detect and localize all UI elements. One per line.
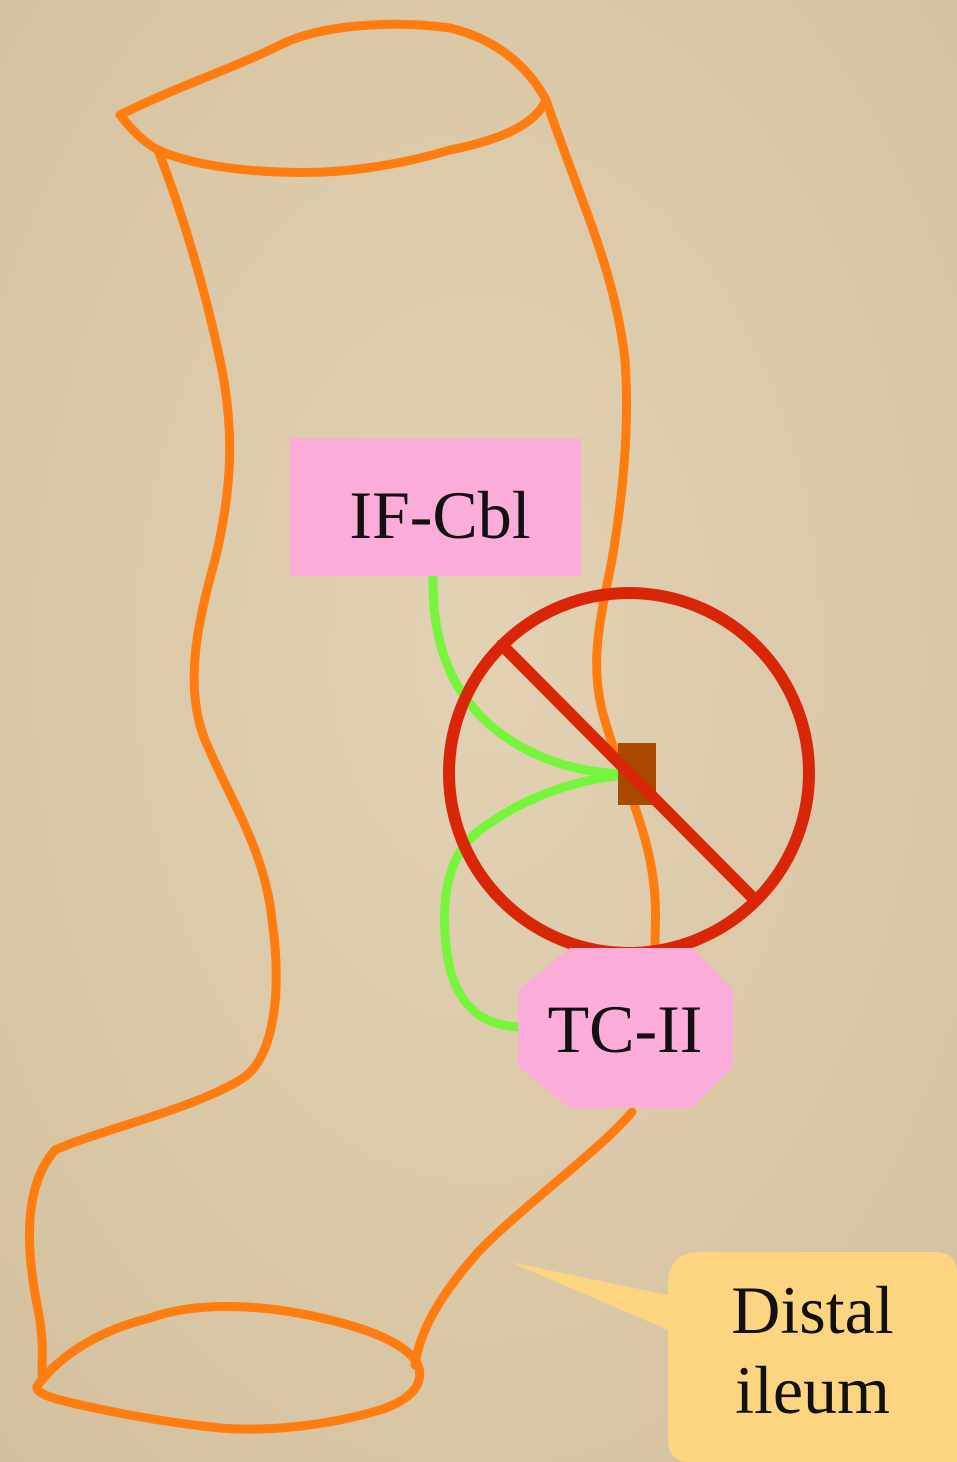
if-cbl-label-box: IF-Cbl [290, 438, 581, 576]
callout-text: Distal ileum [668, 1270, 957, 1430]
if-cbl-label: IF-Cbl [349, 477, 530, 553]
tc-ii-label-box: TC-II [518, 948, 733, 1108]
tc-ii-label: TC-II [548, 991, 703, 1067]
callout-line-distal: Distal [668, 1270, 957, 1350]
callout-line-ileum: ileum [668, 1350, 957, 1430]
